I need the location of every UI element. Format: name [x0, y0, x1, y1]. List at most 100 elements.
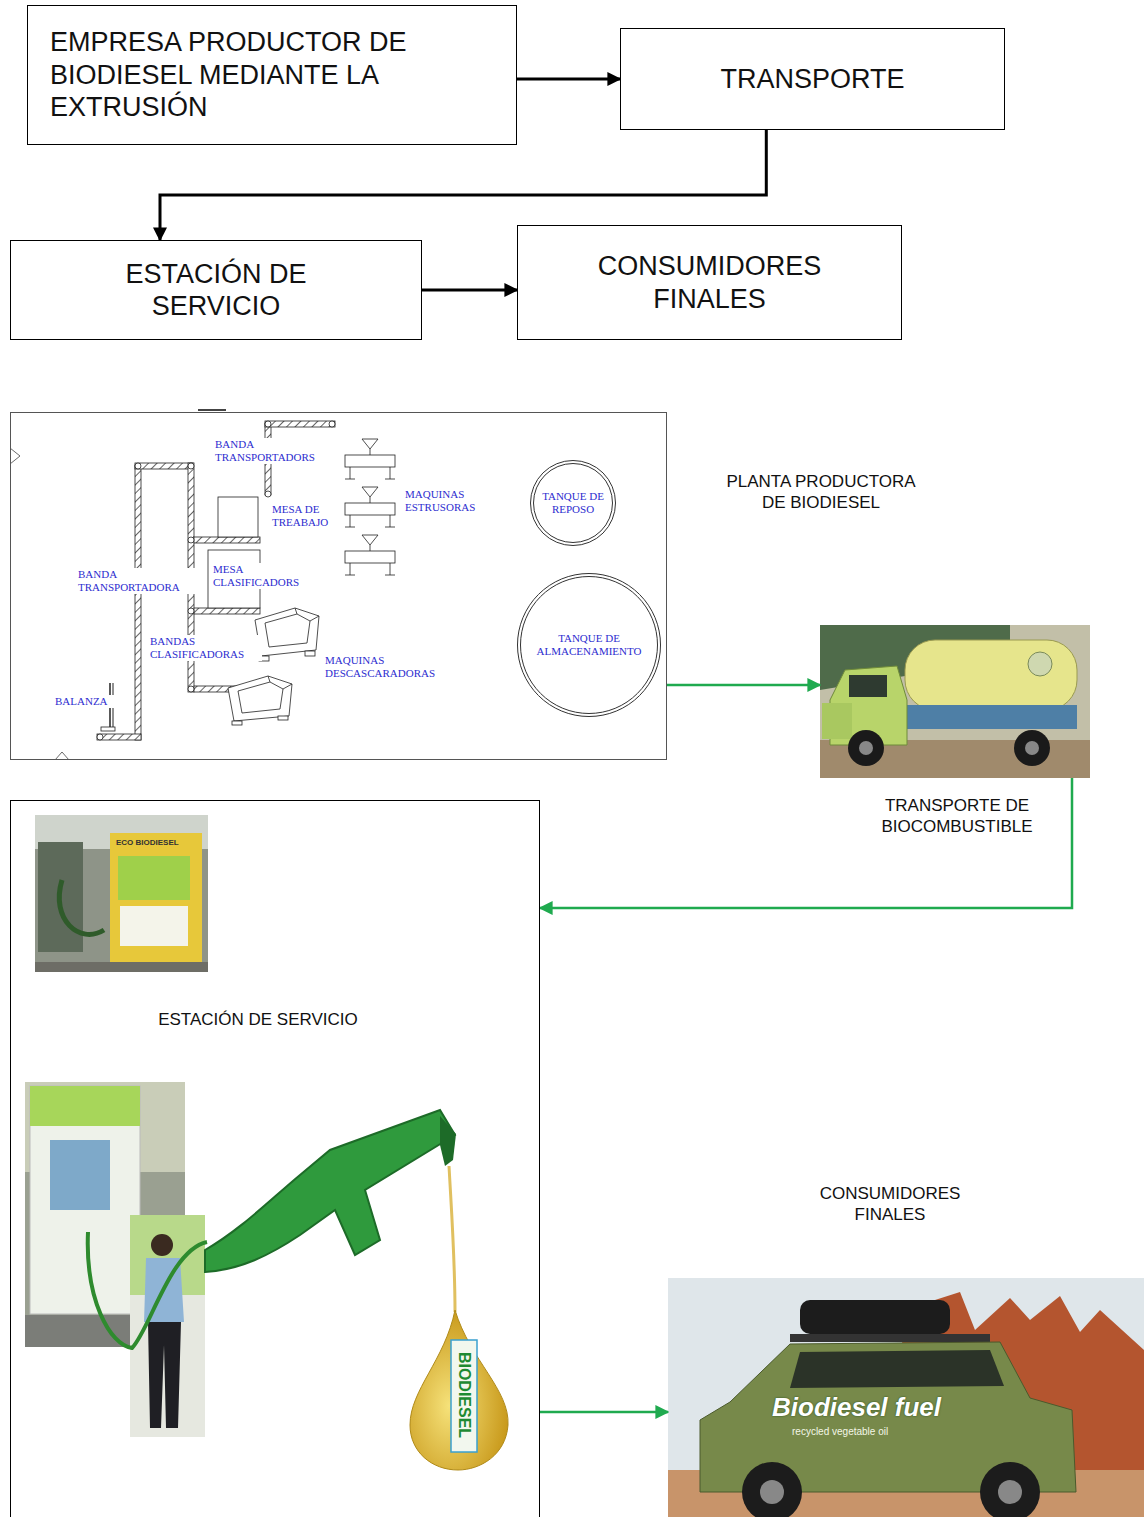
circle-shape: [151, 1234, 173, 1256]
rect-shape: [232, 721, 242, 725]
circle-shape: [135, 463, 141, 469]
node-text: CONSUMIDORES FINALES: [560, 250, 860, 315]
line-shape: [385, 479, 395, 480]
line-shape: [370, 497, 371, 503]
rect-shape: [118, 856, 190, 900]
line-shape: [268, 676, 270, 682]
circle-shape: [188, 608, 194, 614]
flow-arrow: [667, 684, 820, 687]
rect-shape: [278, 716, 288, 720]
part-label: MESA CLASIFICADORS: [213, 563, 319, 589]
truck-node: TRANSPORTE DE BIOCOMBUSTIBLE: [820, 625, 1090, 778]
flow-arrow: [540, 778, 1072, 908]
path-shape: [265, 614, 310, 647]
part-label: BANDAS CLASIFICADORAS: [150, 635, 262, 661]
part-label: BALANZA: [55, 695, 115, 708]
path-shape: [59, 880, 104, 934]
drop-text: BIODIESEL: [455, 1345, 473, 1445]
line-shape: [385, 575, 395, 576]
circle-shape: [188, 537, 194, 543]
part-label: BANDA TRANSPORTADORS: [215, 438, 333, 464]
g-shape: [228, 676, 292, 725]
path-shape: [148, 1322, 181, 1428]
rect-shape: [194, 537, 260, 543]
rect-shape: [101, 727, 115, 731]
node-text: EMPRESA PRODUCTOR DE BIODIESEL MEDIANTE …: [50, 26, 490, 123]
rect-shape: [790, 1334, 990, 1342]
flow-arrow: [540, 1411, 668, 1414]
flow-arrow: [160, 130, 766, 240]
path-shape: [228, 676, 292, 721]
circle-shape: [188, 686, 194, 692]
caption-text: PLANTA PRODUCTORA DE BIODIESEL: [716, 471, 926, 513]
flow-arrow: [422, 289, 517, 292]
line-shape: [385, 527, 395, 528]
process-box: ESTACIÓN DE SERVICIO: [10, 240, 422, 340]
rect-shape: [50, 1140, 110, 1210]
line-shape: [198, 409, 226, 411]
rect-shape: [800, 1300, 950, 1334]
circle-shape: [188, 463, 194, 469]
rect-shape: [30, 1086, 140, 1314]
rect-shape: [345, 503, 395, 515]
rect-shape: [218, 497, 258, 537]
circle-shape: [265, 421, 271, 427]
line-shape: [390, 515, 391, 527]
drop-picture: [410, 1310, 508, 1470]
circle-shape: [97, 734, 103, 740]
line-shape: [350, 467, 351, 479]
circle-shape: [329, 421, 335, 427]
line-shape: [345, 527, 355, 528]
caption-text: TRANSPORTE DE BIOCOMBUSTIBLE: [872, 795, 1042, 837]
circle-shape: [1025, 741, 1039, 755]
rect-shape: [97, 734, 141, 740]
path-shape: [238, 682, 283, 713]
polygon-shape: [790, 1350, 1004, 1388]
rect-shape: [135, 463, 193, 469]
g-shape: [345, 439, 395, 479]
line-shape: [295, 608, 297, 614]
rect-shape: [345, 455, 395, 467]
node-text: ESTACIÓN DE SERVICIO: [86, 258, 346, 323]
tank-circle: TANQUE DE ALMACENAMIENTO: [517, 573, 661, 717]
circle-shape: [265, 491, 271, 497]
process-box: CONSUMIDORES FINALES: [517, 225, 902, 340]
rect-shape: [25, 1082, 185, 1347]
line-shape: [283, 684, 292, 689]
polygon-shape: [362, 439, 378, 449]
line-shape: [370, 449, 371, 455]
part-label: MESA DE TREABAJO: [272, 503, 342, 529]
line-shape: [310, 616, 319, 621]
kiosk-picture: [25, 1082, 185, 1347]
g-shape: [255, 608, 319, 661]
path-shape: [205, 1110, 455, 1272]
pump-text: ECO BIODIESEL: [116, 838, 200, 848]
vehicle-text: recycled vegetable oil: [792, 1426, 888, 1438]
line-shape: [345, 575, 355, 576]
rect-shape: [849, 675, 887, 697]
node-text: TANQUE DE ALMACENAMIENTO: [527, 632, 651, 658]
polyline-shape: [10, 448, 20, 464]
circle-shape: [848, 730, 884, 766]
process-box: TRANSPORTE: [620, 28, 1005, 130]
path-shape: [255, 608, 319, 656]
plant-layout: [10, 410, 395, 760]
rect-shape: [820, 625, 1090, 778]
rect-shape: [305, 651, 315, 656]
line-shape: [345, 479, 355, 480]
polyline-shape: [55, 752, 69, 760]
rect-shape: [35, 962, 208, 972]
caption-text: CONSUMIDORES FINALES: [805, 1183, 975, 1225]
circle-shape: [998, 1480, 1022, 1504]
node-text: TRANSPORTE: [720, 63, 904, 95]
line-shape: [390, 563, 391, 575]
rect-shape: [35, 815, 208, 972]
flow-arrow: [517, 78, 620, 81]
rect-shape: [905, 640, 1077, 710]
rect-shape: [30, 1086, 140, 1126]
part-label: MAQUINAS ESTRUSORAS: [405, 488, 497, 514]
rect-shape: [194, 608, 260, 614]
